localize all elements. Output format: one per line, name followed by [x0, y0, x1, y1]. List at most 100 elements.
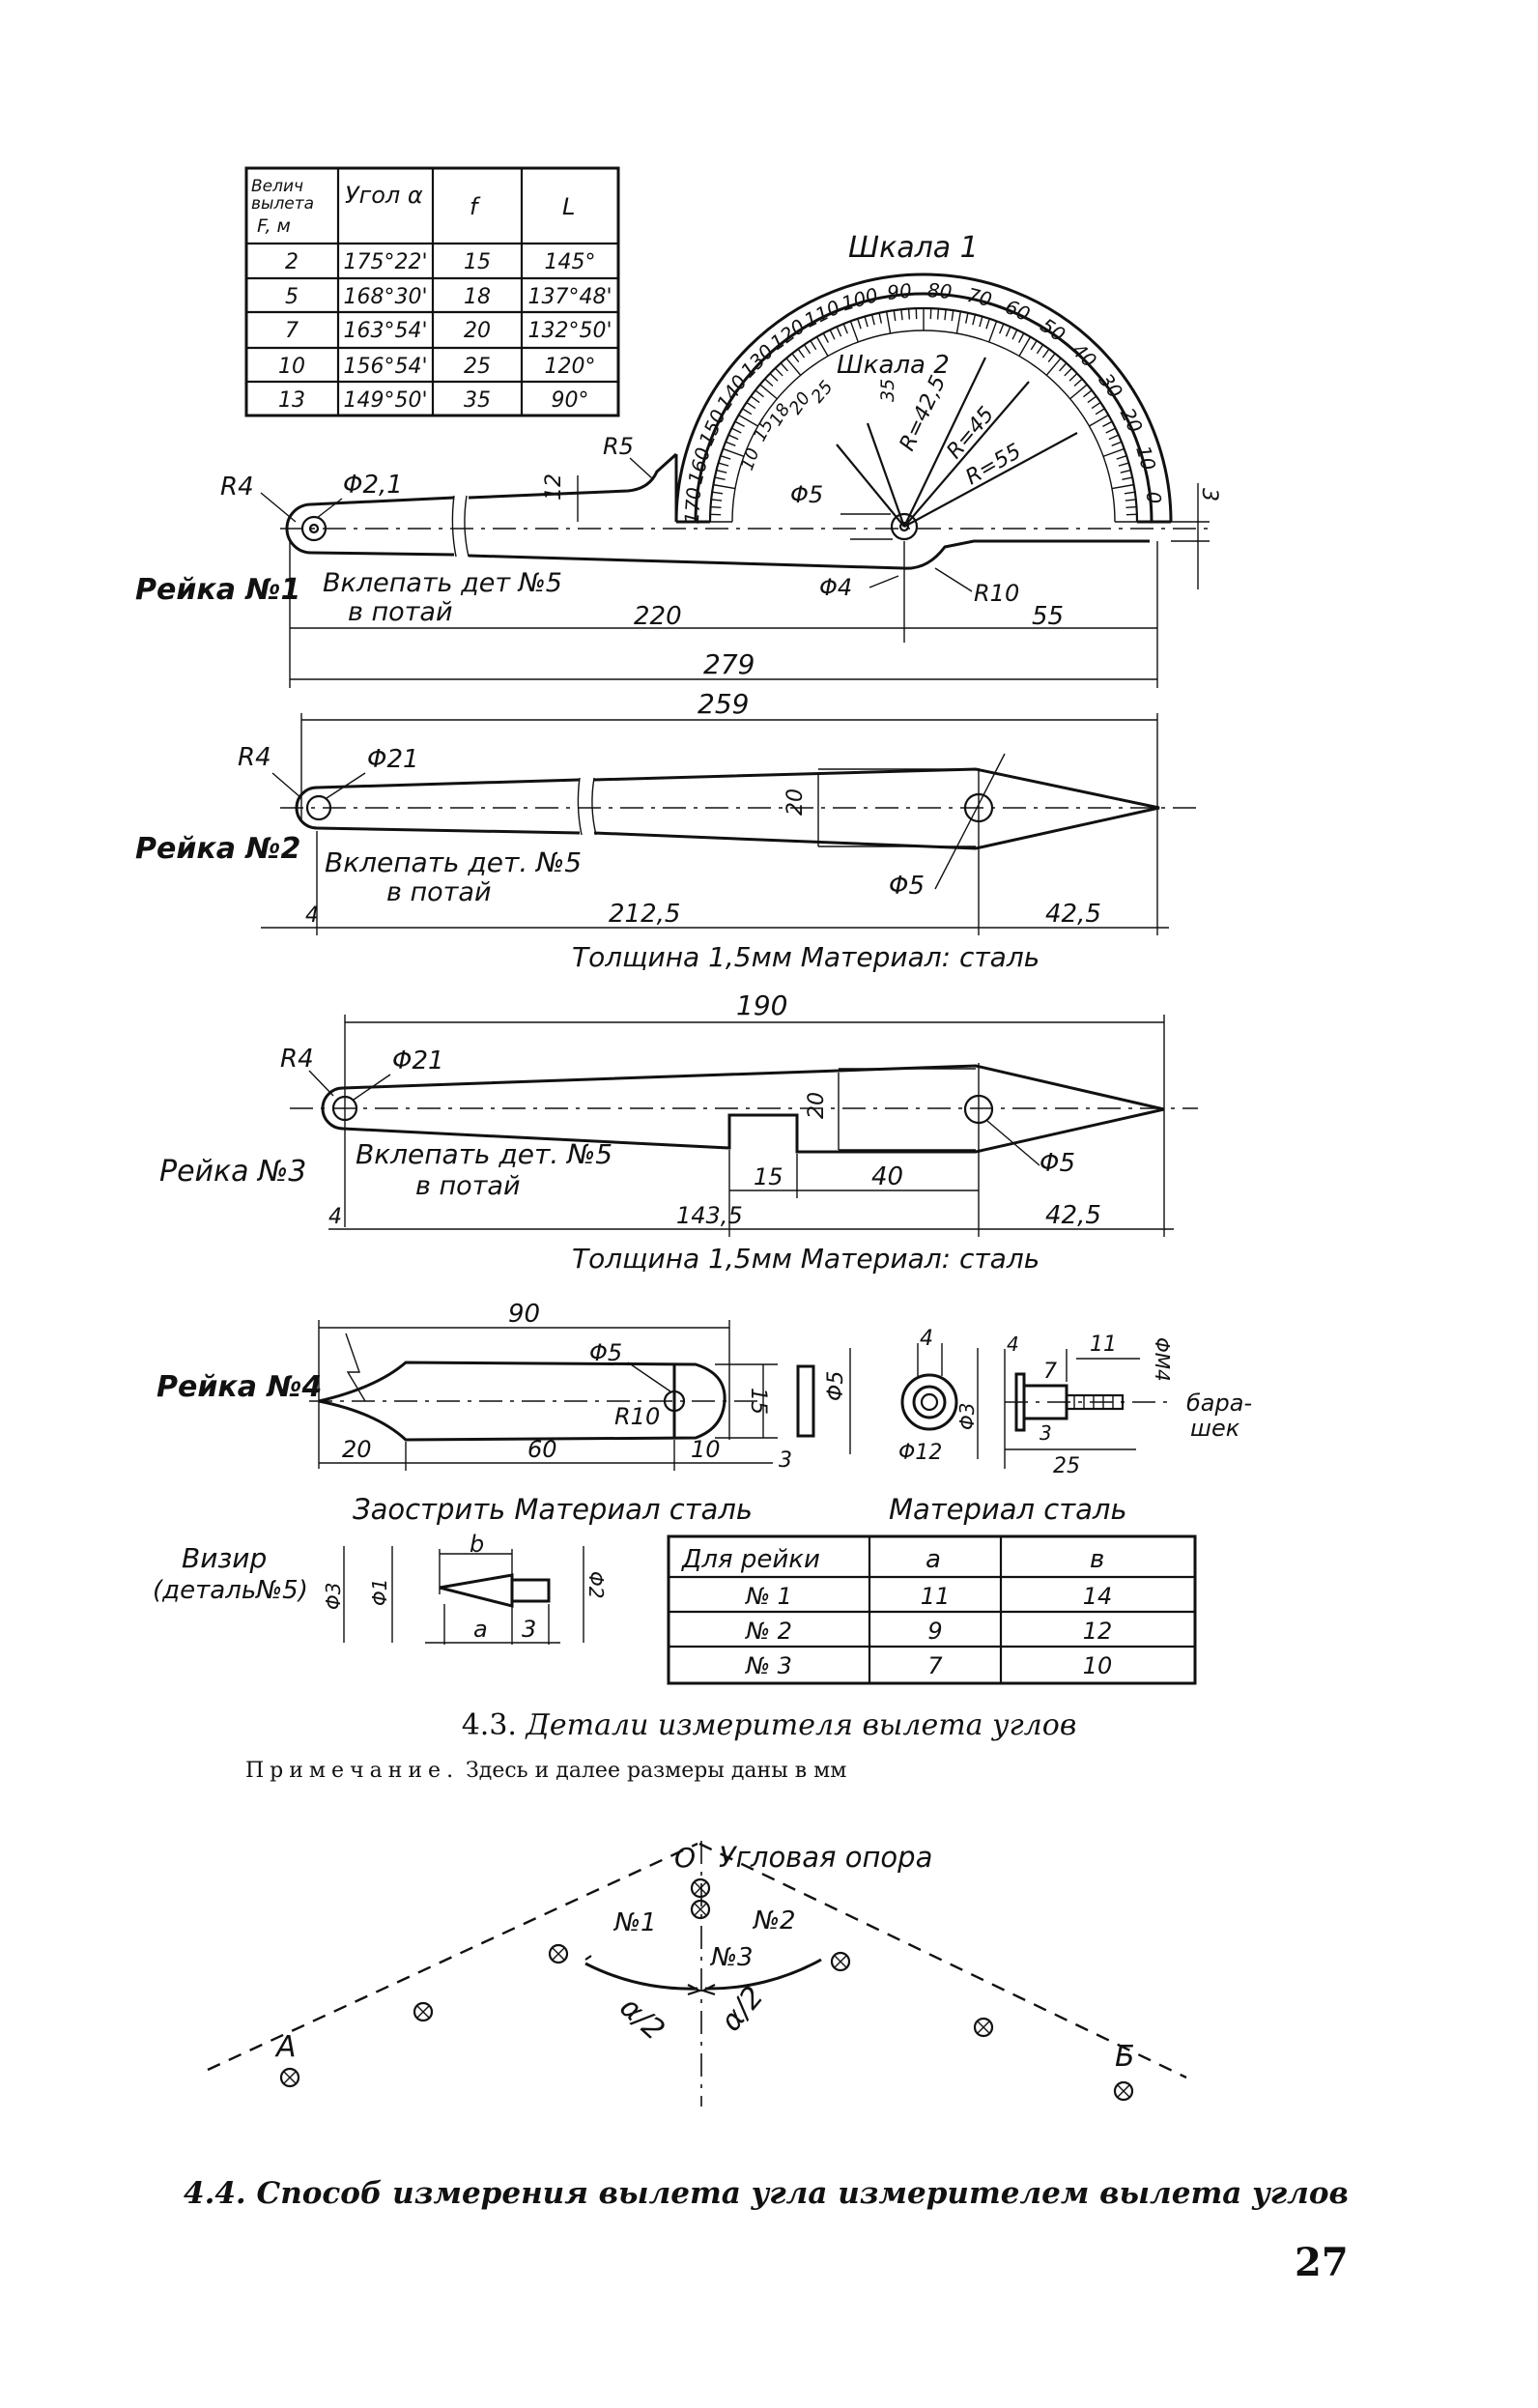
protractor-tick: [815, 336, 829, 357]
table-top-cell: 7: [285, 319, 299, 343]
dim-l60: 60: [527, 1436, 557, 1463]
protractor-tick: [1073, 378, 1083, 387]
table-top-cell: 168°30': [343, 285, 427, 309]
table-top-cell: 175°22': [343, 250, 427, 274]
sight-label-line1: Визир: [182, 1542, 267, 1574]
thumb-screw-label-line2: шек: [1190, 1415, 1240, 1442]
dim-d21-rail2: Φ21: [367, 745, 419, 774]
table-top-cell: 2: [285, 250, 299, 274]
figure-4-3-caption: 4.3. Детали измерителя вылета углов: [0, 1708, 1538, 1742]
rail-1-note-line1: Вклепать дет №5: [323, 568, 562, 598]
protractor-tick: [785, 358, 802, 376]
rail-2-label: Рейка №2: [135, 832, 300, 866]
protractor-ticks: [710, 308, 1137, 523]
protractor-tick: [878, 312, 883, 324]
protractor-tick: [849, 321, 859, 343]
table-bottom-cell: 7: [927, 1652, 943, 1679]
table-bottom-cell: № 2: [744, 1618, 792, 1645]
scale-1-tick-label: 160: [683, 445, 715, 487]
scale-2-label: Шкала 2: [837, 351, 950, 380]
protractor-tick: [1105, 427, 1116, 434]
dim-l90: 90: [508, 1300, 540, 1329]
protractor-tick: [1036, 344, 1044, 355]
dim-l20: 20: [342, 1436, 372, 1463]
rail-3-label: Рейка №3: [159, 1155, 306, 1189]
dim-d21-rail3: Φ21: [392, 1046, 444, 1075]
protractor-tick: [842, 323, 848, 334]
survey-point-marker: [1113, 2080, 1134, 2102]
table-header-f-line3: F, м: [257, 215, 291, 237]
table-header-angle: Угол α: [345, 182, 423, 209]
figure-4-3-number: 4.3.: [461, 1708, 517, 1742]
table-top-cell: 18: [464, 285, 491, 309]
rivet-drawing: Φ5 4 Φ12 Φ3 4 7 11 ΦМ4 3 25 бара- шек Ма…: [824, 1327, 1252, 1526]
table-top-cell: 15: [464, 250, 491, 274]
spec-line-rail3: Толщина 1,5мм Материал: сталь: [572, 1243, 1040, 1275]
protractor-tick: [718, 462, 729, 467]
table-top-cell: 10: [278, 355, 305, 379]
protractor-tick: [1095, 408, 1105, 416]
protractor-tick: [1102, 420, 1113, 428]
protractor-tick: [979, 316, 983, 328]
survey-point-marker: [690, 1878, 711, 1899]
table-top-cell: 132°50': [527, 319, 612, 343]
note-word: Примечание.: [245, 1759, 460, 1783]
dim-l55: 55: [1032, 602, 1064, 631]
figure-4-4-title: Способ измерения вылета угла измерителем…: [256, 2176, 1349, 2211]
dim-a-sight: a: [473, 1616, 488, 1643]
sight-label-line2: (деталь№5): [153, 1576, 308, 1605]
protractor-tick: [985, 318, 990, 330]
protractor-tick: [803, 344, 812, 355]
thumb-screw-label-line1: бара-: [1186, 1390, 1252, 1417]
protractor-tick: [964, 312, 969, 324]
protractor-tick: [836, 326, 842, 337]
protractor-tick: [713, 483, 736, 490]
rail-4-label: Рейка №4: [157, 1370, 322, 1404]
table-header-f-line1: Велич: [251, 177, 303, 196]
dim-3-sight: 3: [522, 1616, 536, 1643]
scale-1-tick-label: 120: [766, 314, 810, 355]
table-top-cell: 145°: [545, 250, 596, 274]
protractor-tick: [988, 321, 998, 343]
table-top-cell: 120°: [545, 355, 596, 379]
protractor-tick: [936, 308, 940, 320]
dim-l190: 190: [736, 989, 787, 1021]
figure-4-3-note: Примечание. Здесь и далее размеры даны в…: [245, 1759, 846, 1783]
protractor-tick: [1047, 353, 1056, 362]
protractor-tick: [1041, 348, 1050, 358]
table-top-cell: 137°48': [527, 285, 612, 309]
dim-l25: 25: [1053, 1454, 1080, 1478]
protractor-tick: [893, 310, 897, 322]
protractor-tick: [1108, 434, 1120, 441]
table2-header-b: в: [1090, 1545, 1104, 1574]
label-b: Б: [1115, 2040, 1135, 2074]
protractor-tick: [900, 309, 903, 321]
protractor-tick: [720, 455, 731, 460]
protractor-tick: [864, 316, 869, 328]
dim-l3-rivet: 3: [1040, 1421, 1052, 1445]
protractor-tick: [1124, 491, 1135, 495]
dim-d5-rail1: Φ5: [790, 481, 823, 508]
protractor-tick: [734, 420, 745, 428]
protractor-tick: [1111, 441, 1123, 446]
dim-l259: 259: [698, 688, 749, 720]
dim-l10: 10: [691, 1436, 721, 1463]
protractor-tick: [1058, 362, 1068, 372]
scale-1-tick-label: 170: [680, 486, 706, 525]
dim-d1-sight: Φ1: [368, 1579, 391, 1606]
label-n2: №2: [752, 1906, 796, 1935]
protractor-tick: [780, 362, 789, 372]
protractor-tick: [1125, 505, 1137, 509]
protractor-tick: [999, 323, 1005, 334]
dim-l11: 11: [1090, 1333, 1117, 1357]
protractor-tick: [870, 314, 875, 326]
scale-1-label: Шкала 1: [848, 231, 979, 265]
dim-d5-rail3: Φ5: [1040, 1149, 1075, 1178]
table-top-cell: 90°: [552, 388, 589, 413]
spec-line-rail2: Толщина 1,5мм Материал: сталь: [572, 941, 1040, 973]
protractor-tick: [742, 408, 753, 416]
table-header-l: L: [562, 193, 575, 220]
